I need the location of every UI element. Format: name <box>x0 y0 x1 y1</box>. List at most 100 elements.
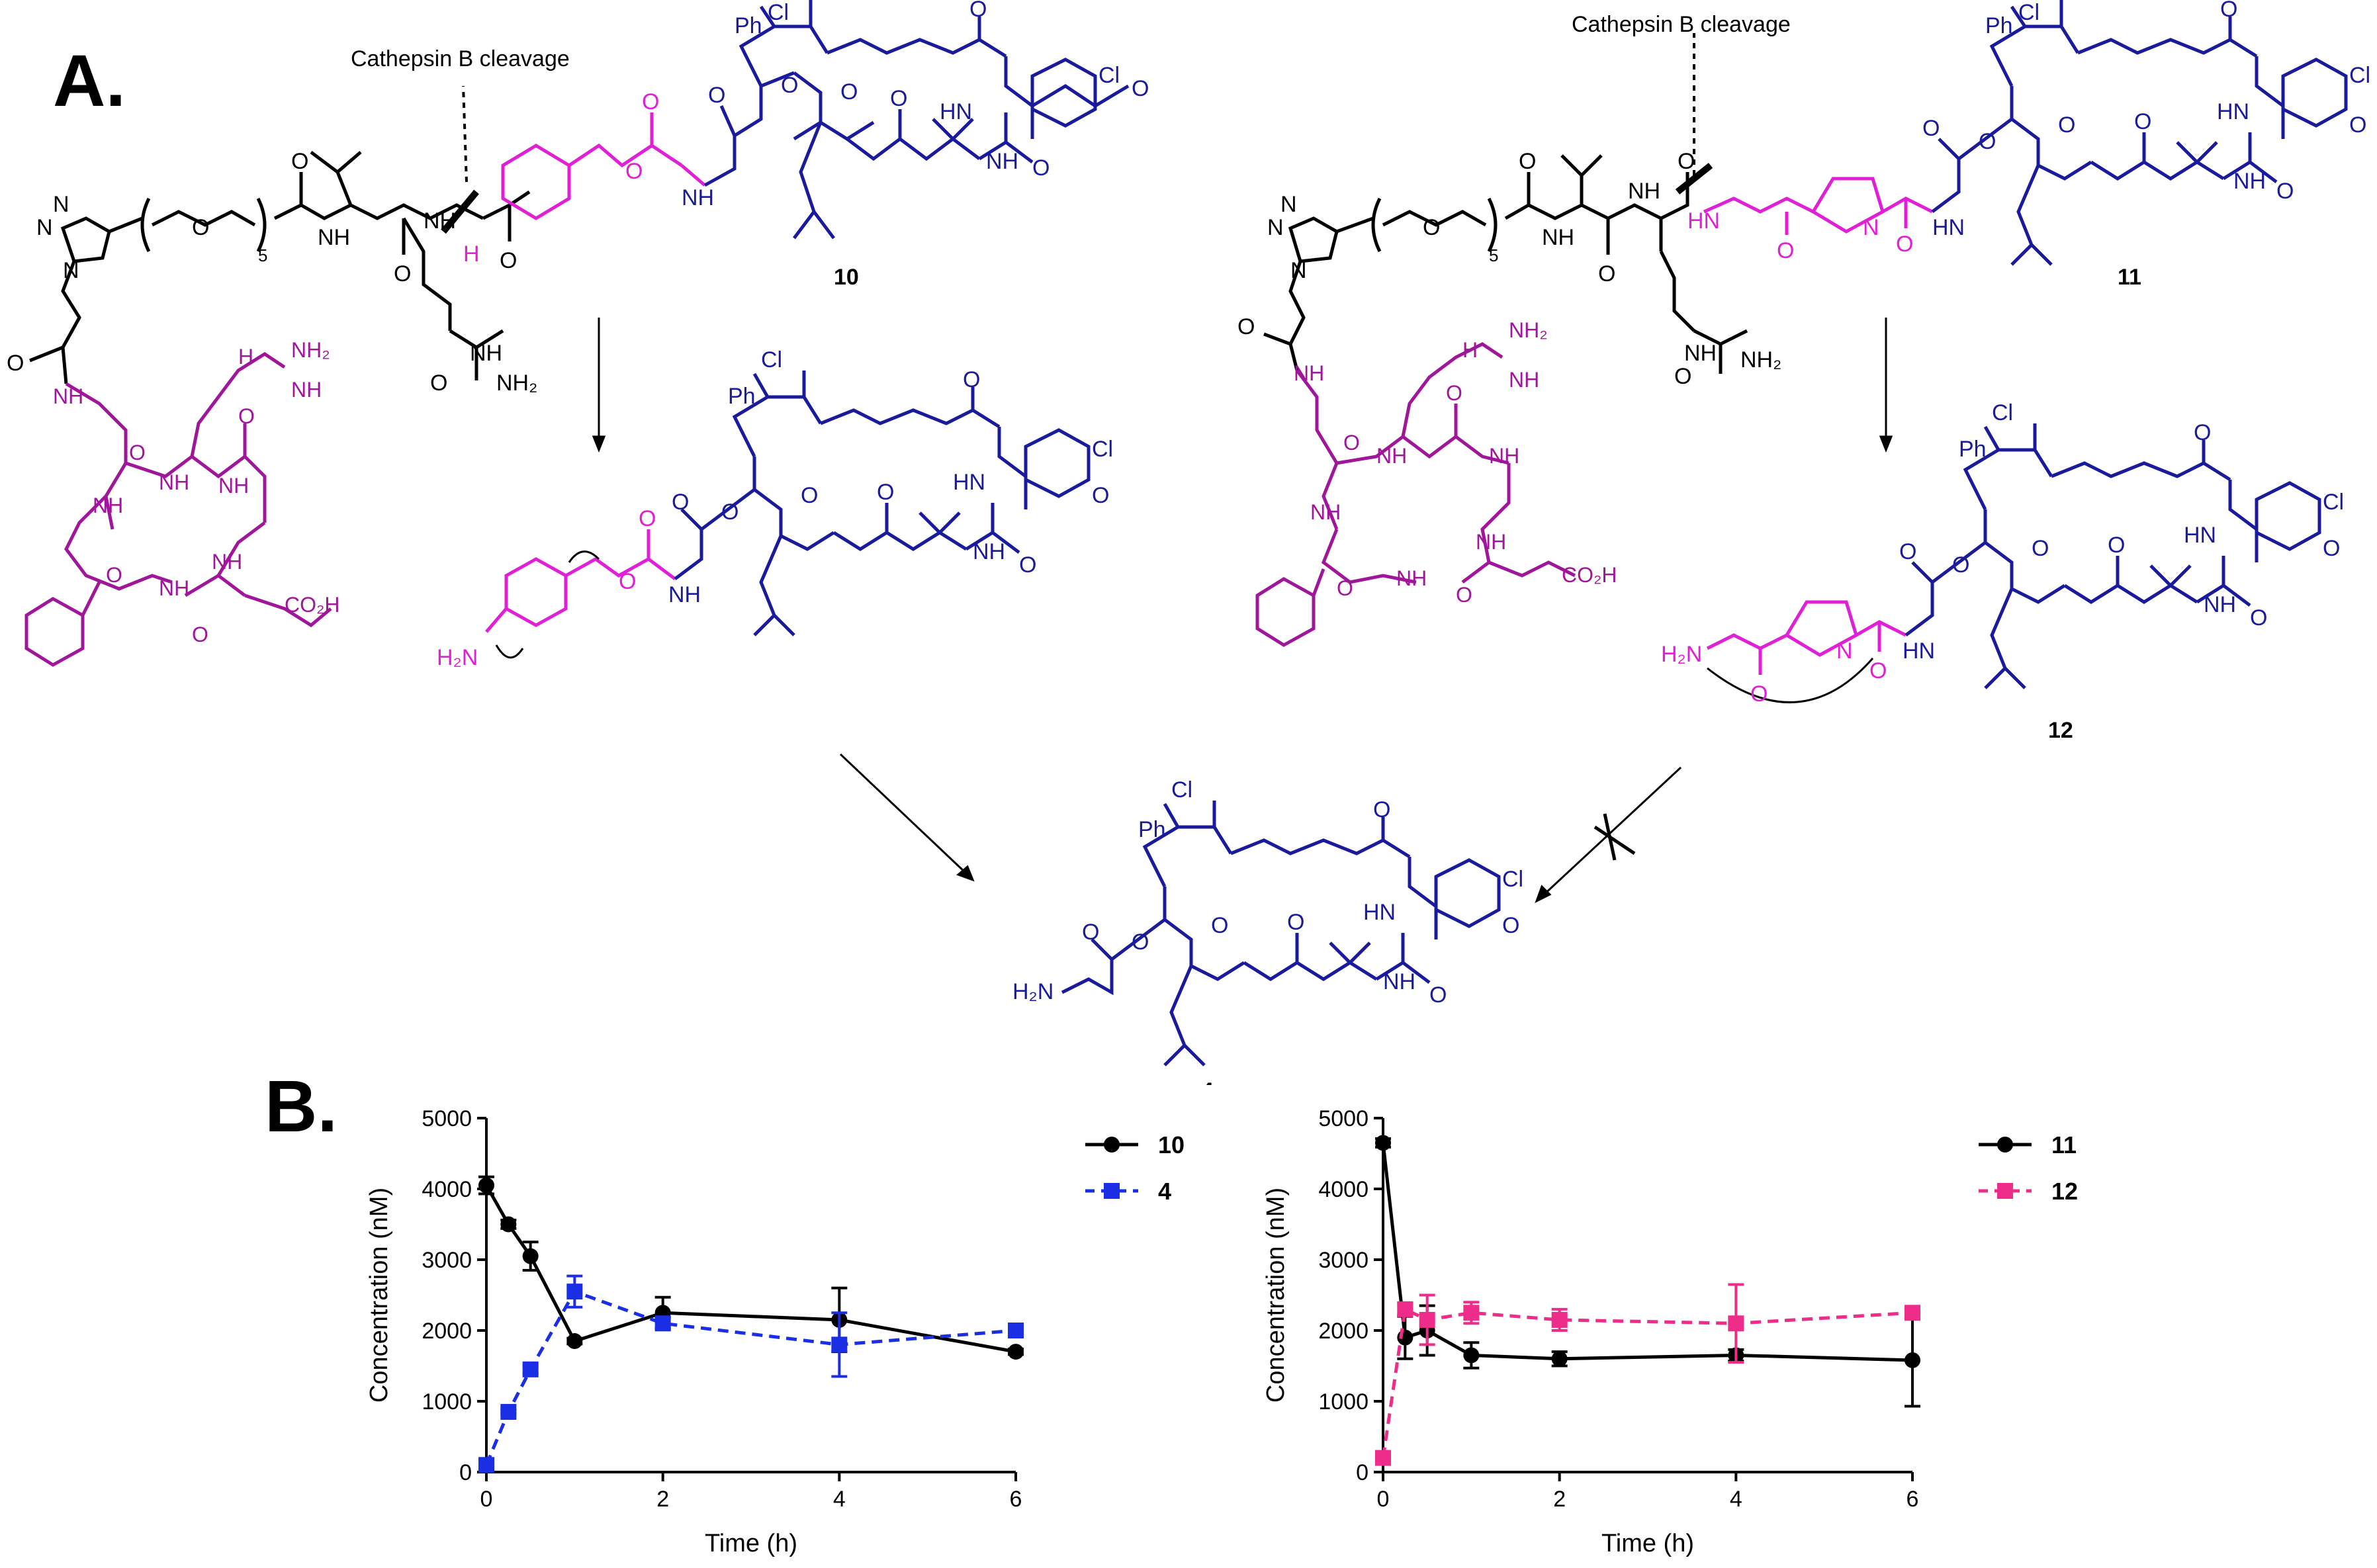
compound-10-atoms: N N N O 5 O NH O NH O H NH O NH₂ O O O N… <box>7 0 1149 396</box>
svg-text:O: O <box>1519 149 1536 174</box>
x-tick-label: 6 <box>1010 1487 1022 1512</box>
x-tick-label: 2 <box>1553 1487 1566 1512</box>
svg-text:O: O <box>1777 238 1794 263</box>
y-axis-title: Concentration (nM) <box>365 1188 393 1403</box>
svg-text:H₂N: H₂N <box>437 645 478 670</box>
svg-text:O: O <box>1922 116 1940 141</box>
y-tick-label: 2000 <box>1318 1319 1368 1344</box>
svg-text:O: O <box>7 351 24 376</box>
svg-text:NH: NH <box>1476 530 1506 554</box>
legend-label-4: 4 <box>1158 1178 1171 1205</box>
legend-marker <box>1104 1183 1120 1199</box>
svg-text:H₂N: H₂N <box>1012 979 1054 1004</box>
svg-text:CO₂H: CO₂H <box>285 593 340 617</box>
svg-text:O: O <box>2349 112 2366 138</box>
svg-text:H: H <box>238 345 253 369</box>
svg-text:O: O <box>801 483 818 508</box>
svg-text:O: O <box>1032 155 1050 181</box>
svg-text:Cl: Cl <box>2349 63 2370 88</box>
x-tick-label: 4 <box>1730 1487 1742 1512</box>
svg-text:NH: NH <box>1376 444 1407 468</box>
svg-text:N: N <box>1267 215 1284 240</box>
svg-text:NH: NH <box>53 384 83 408</box>
svg-text:NH: NH <box>470 341 502 366</box>
svg-text:O: O <box>1211 913 1228 938</box>
svg-text:O: O <box>192 215 209 240</box>
x-tick-label: 2 <box>656 1487 669 1512</box>
svg-text:NH: NH <box>218 474 249 498</box>
svg-text:O: O <box>721 500 739 525</box>
svg-text:O: O <box>1456 583 1472 607</box>
svg-text:O: O <box>2250 605 2267 631</box>
data-point <box>1375 1135 1391 1151</box>
svg-text:O: O <box>1132 76 1149 101</box>
cyclic-peptide-left-atoms: NH O NH NH NH H NH₂ NH O NH NH O O CO₂H <box>53 338 340 646</box>
svg-text:O: O <box>840 79 858 105</box>
svg-text:NH: NH <box>212 550 242 574</box>
legend-marker <box>1104 1137 1120 1153</box>
svg-text:NH: NH <box>1489 444 1519 468</box>
series-line-10 <box>484 1184 1016 1354</box>
svg-text:O: O <box>1896 232 1913 257</box>
svg-text:O: O <box>1429 982 1447 1008</box>
compound-12-atoms: H₂N O N O HN O O Ph Cl O O O HN NH O Cl … <box>1661 400 2344 707</box>
compound-12-structure <box>1706 423 2321 703</box>
svg-text:NH: NH <box>1310 500 1341 524</box>
svg-text:O: O <box>1082 920 1099 945</box>
svg-text:O: O <box>1750 681 1768 707</box>
intermediate-pabc-structure <box>485 370 1091 659</box>
data-point <box>1008 1344 1024 1360</box>
svg-text:NH₂: NH₂ <box>496 370 537 396</box>
compound-12-label: 12 <box>2048 718 2073 743</box>
legend-label-12: 12 <box>2051 1178 2078 1205</box>
compound-11-atoms: N N N O 5 O NH O NH O NH O NH₂ O HN O N … <box>1237 0 2370 389</box>
compound-4-atoms: H₂N O O Ph Cl O O O HN NH O Cl O <box>1012 777 1523 1008</box>
data-point <box>1551 1311 1568 1328</box>
svg-text:HN: HN <box>940 99 972 124</box>
svg-text:O: O <box>106 563 122 587</box>
svg-text:O: O <box>2194 420 2211 445</box>
x-axis-title: Time (h) <box>1601 1530 1694 1557</box>
svg-text:O: O <box>1337 576 1353 600</box>
svg-text:NH: NH <box>1509 368 1539 392</box>
svg-text:O: O <box>1423 215 1440 240</box>
svg-text:NH: NH <box>424 208 456 234</box>
svg-text:Ph: Ph <box>1985 13 2013 38</box>
svg-text:O: O <box>708 83 725 108</box>
svg-text:O: O <box>625 159 643 184</box>
svg-text:Cl: Cl <box>761 347 782 372</box>
svg-text:Ph: Ph <box>735 13 762 38</box>
x-tick-label: 0 <box>1377 1487 1390 1512</box>
svg-text:H: H <box>1462 338 1478 362</box>
svg-text:O: O <box>1952 552 1969 578</box>
y-tick-label: 3000 <box>422 1248 472 1273</box>
y-tick-label: 2000 <box>422 1319 472 1344</box>
x-tick-label: 0 <box>480 1487 493 1512</box>
svg-text:O: O <box>1287 910 1304 935</box>
x-axis-title: Time (h) <box>705 1530 797 1557</box>
svg-text:O: O <box>2108 533 2125 558</box>
data-point <box>566 1284 583 1300</box>
svg-text:O: O <box>500 248 517 273</box>
data-point <box>478 1457 494 1473</box>
svg-text:O: O <box>129 441 146 464</box>
data-point <box>500 1216 517 1233</box>
legend-label-11: 11 <box>2051 1131 2077 1158</box>
svg-text:O: O <box>2134 109 2151 134</box>
svg-text:CO₂H: CO₂H <box>1562 563 1617 587</box>
svg-text:NH: NH <box>159 470 189 494</box>
data-point <box>1419 1311 1435 1328</box>
svg-text:Cl: Cl <box>2018 0 2040 25</box>
svg-text:O: O <box>192 623 208 646</box>
svg-text:5: 5 <box>258 245 267 265</box>
svg-text:O: O <box>1899 539 1916 564</box>
svg-text:O: O <box>2276 179 2294 204</box>
svg-text:Cl: Cl <box>1092 437 1113 462</box>
data-point <box>1905 1305 1920 1321</box>
svg-text:O: O <box>963 367 980 392</box>
svg-text:O: O <box>619 569 636 594</box>
svg-text:NH: NH <box>668 582 701 607</box>
data-point <box>831 1336 848 1353</box>
cleavage-label-right: Cathepsin B cleavage <box>1572 12 1791 37</box>
data-point <box>478 1177 494 1194</box>
